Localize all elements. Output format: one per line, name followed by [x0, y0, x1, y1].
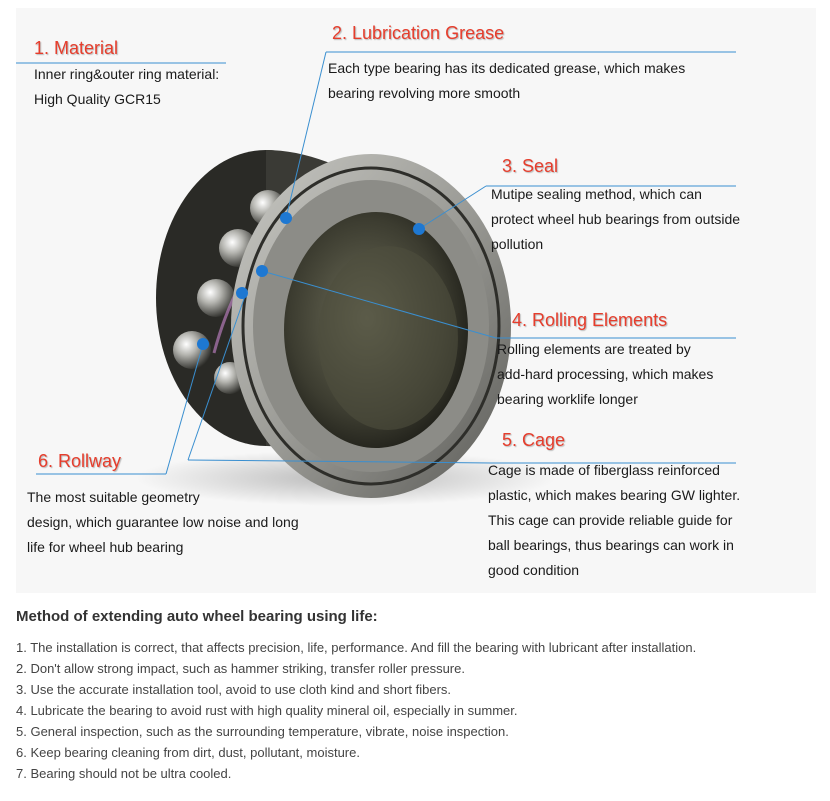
- methods-title: Method of extending auto wheel bearing u…: [16, 608, 378, 625]
- list-item: 1. The installation is correct, that aff…: [16, 640, 697, 655]
- methods-section: Method of extending auto wheel bearing u…: [16, 608, 816, 784]
- seal-line: protect wheel hub bearings from outside: [491, 211, 741, 227]
- material-line: High Quality GCR15: [34, 91, 161, 107]
- list-item: 6. Keep bearing cleaning from dirt, dust…: [16, 745, 360, 760]
- cage-line: plastic, which makes bearing GW lighter.: [488, 487, 741, 503]
- grease-description: Each type bearing has its dedicated grea…: [328, 56, 685, 106]
- rolling-line: bearing worklife longer: [497, 391, 638, 407]
- material-line: Inner ring&outer ring material:: [34, 66, 220, 82]
- cage-line: Cage is made of fiberglass reinforced: [488, 462, 720, 478]
- callout-dots: [197, 212, 425, 350]
- cage-line: good condition: [488, 562, 580, 578]
- rollway-line: life for wheel hub bearing: [27, 539, 184, 555]
- rollway-line: design, which guarantee low noise and lo…: [27, 514, 299, 530]
- dot-rollway: [197, 338, 209, 350]
- list-item: 2. Don't allow strong impact, such as ha…: [16, 661, 465, 676]
- bearing-diagram: 1. Material Inner ring&outer ring materi…: [16, 8, 816, 593]
- bearing-illustration: [16, 51, 736, 506]
- grease-line: Each type bearing has its dedicated grea…: [328, 60, 686, 76]
- cage-title: 5. Cage: [502, 430, 566, 450]
- list-item: 3. Use the accurate installation tool, a…: [16, 682, 452, 697]
- rollway-description: The most suitable geometry design, which…: [27, 485, 299, 560]
- list-item: 7. Bearing should not be ultra cooled.: [16, 766, 232, 781]
- bearing-seal: [241, 166, 501, 486]
- list-item: 5. General inspection, such as the surro…: [16, 724, 509, 739]
- leader-lines: [16, 51, 736, 475]
- bearing-bore-inner: [318, 246, 458, 430]
- rolling-title: 4. Rolling Elements: [512, 310, 668, 330]
- cage-description: Cage is made of fiberglass reinforced pl…: [488, 458, 740, 583]
- dot-rolling: [256, 265, 268, 277]
- dot-grease: [280, 212, 292, 224]
- material-description: Inner ring&outer ring material: High Qua…: [34, 62, 219, 112]
- rolling-line: Rolling elements are treated by: [497, 341, 691, 357]
- seal-description: Mutipe sealing method, which can protect…: [491, 182, 740, 257]
- list-item: 4. Lubricate the bearing to avoid rust w…: [16, 703, 518, 718]
- material-title: 1. Material: [34, 38, 119, 58]
- rolling-line: add-hard processing, which makes: [497, 366, 714, 382]
- rollway-title: 6. Rollway: [38, 451, 122, 471]
- seal-line: Mutipe sealing method, which can: [491, 186, 702, 202]
- grease-title: 2. Lubrication Grease: [332, 23, 505, 43]
- ball: [197, 279, 235, 317]
- seal-title: 3. Seal: [502, 156, 559, 176]
- seal-line: pollution: [491, 236, 544, 252]
- cage-line: This cage can provide reliable guide for: [488, 512, 733, 528]
- rolling-description: Rolling elements are treated by add-hard…: [497, 337, 713, 412]
- cage-line: ball bearings, thus bearings can work in: [488, 537, 734, 553]
- rollway-line: The most suitable geometry: [27, 489, 200, 505]
- grease-line: bearing revolving more smooth: [328, 85, 521, 101]
- methods-list: 1. The installation is correct, that aff…: [16, 637, 816, 784]
- dot-seal: [413, 223, 425, 235]
- dot-cage: [236, 287, 248, 299]
- ball: [173, 331, 211, 369]
